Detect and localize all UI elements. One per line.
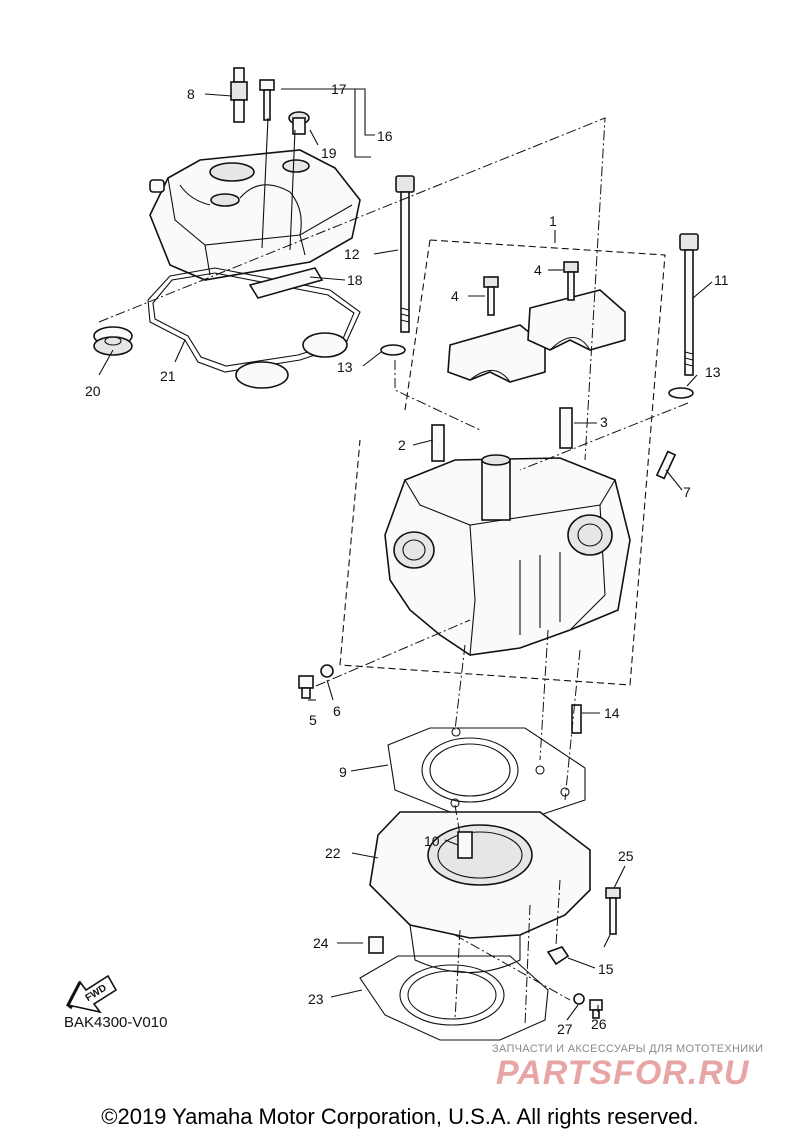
watermark-logo: PARTSFOR.RU xyxy=(496,1054,750,1092)
callout-21: 21 xyxy=(160,368,176,384)
callout-numbers: 1 2 3 4 4 5 6 7 8 9 10 11 12 13 13 14 15… xyxy=(85,81,729,1037)
cylinder-head-gasket xyxy=(387,727,586,821)
cylinder-head xyxy=(298,407,677,699)
callout-20: 20 xyxy=(85,383,101,399)
callout-26: 26 xyxy=(591,1016,607,1032)
callout-19: 19 xyxy=(321,145,337,161)
callout-13a: 13 xyxy=(337,359,353,375)
callout-27: 27 xyxy=(557,1021,573,1037)
callout-13b: 13 xyxy=(705,364,721,380)
callout-16: 16 xyxy=(377,128,393,144)
diagram-code: BAK4300-V010 xyxy=(64,1014,168,1031)
copyright-notice: ©2019 Yamaha Motor Corporation, U.S.A. A… xyxy=(101,1104,699,1129)
callout-25: 25 xyxy=(618,848,634,864)
spark-plug xyxy=(230,67,248,123)
watermark-tagline: ЗАПЧАСТИ И АКСЕССУАРЫ ДЛЯ МОТОТЕХНИКИ xyxy=(492,1043,764,1055)
callout-3: 3 xyxy=(600,414,608,430)
seal-ring xyxy=(93,326,133,356)
camshaft-caps xyxy=(339,239,666,686)
callout-18: 18 xyxy=(347,272,363,288)
washers xyxy=(380,344,694,399)
callout-22: 22 xyxy=(325,845,341,861)
cylinder-head-cover xyxy=(149,149,361,281)
cylinder-base-gasket xyxy=(359,955,549,1041)
cylinder xyxy=(368,704,621,1019)
callout-4a: 4 xyxy=(534,262,542,278)
alignment-lines xyxy=(98,117,689,1026)
callout-8: 8 xyxy=(187,86,195,102)
callout-12: 12 xyxy=(344,246,360,262)
stud-bolt-right xyxy=(679,233,699,376)
callout-1: 1 xyxy=(549,213,557,229)
stud-bolt-left xyxy=(395,175,415,333)
cover-gasket xyxy=(147,267,361,389)
callout-10: 10 xyxy=(424,833,440,849)
cover-grommet xyxy=(288,111,310,135)
callout-2: 2 xyxy=(398,437,406,453)
callout-23: 23 xyxy=(308,991,324,1007)
callout-17: 17 xyxy=(331,81,347,97)
callout-6: 6 xyxy=(333,703,341,719)
callout-24: 24 xyxy=(313,935,329,951)
callout-11: 11 xyxy=(714,272,729,288)
fwd-arrow-icon: FWD xyxy=(66,974,118,1014)
callout-4b: 4 xyxy=(451,288,459,304)
cover-bolt xyxy=(259,79,275,121)
callout-9: 9 xyxy=(339,764,347,780)
callout-5: 5 xyxy=(309,712,317,728)
callout-15: 15 xyxy=(598,961,614,977)
callout-14: 14 xyxy=(604,705,620,721)
guide-plate xyxy=(248,267,324,299)
leader-lines xyxy=(98,88,713,1021)
callout-7: 7 xyxy=(683,484,691,500)
